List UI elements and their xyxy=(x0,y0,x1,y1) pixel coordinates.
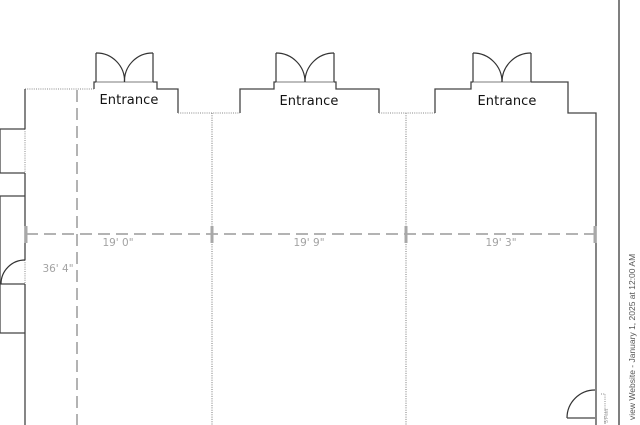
watermark-text: view Website - January 1, 2025 at 12:00 … xyxy=(627,253,637,420)
top-wall xyxy=(25,81,597,425)
entrance-label-2: Entrance xyxy=(279,94,339,109)
depth-label: 36' 4" xyxy=(42,263,74,275)
entrance-label-3: Entrance xyxy=(477,94,537,109)
scale-bar xyxy=(601,393,606,425)
side-door-left xyxy=(0,259,26,285)
entrance-door-1 xyxy=(95,52,154,83)
entrance-label-1: Entrance xyxy=(99,93,159,108)
width-label-section-2: 19' 9" xyxy=(293,237,325,249)
scale-label: 5 Feet xyxy=(604,408,610,423)
entrance-door-3 xyxy=(472,52,532,83)
left-wall xyxy=(0,89,26,425)
entrance-door-2 xyxy=(275,52,335,83)
width-label-section-3: 19' 3" xyxy=(485,237,517,249)
width-label-section-1: 19' 0" xyxy=(102,237,134,249)
side-door-bottom-right xyxy=(566,389,596,419)
